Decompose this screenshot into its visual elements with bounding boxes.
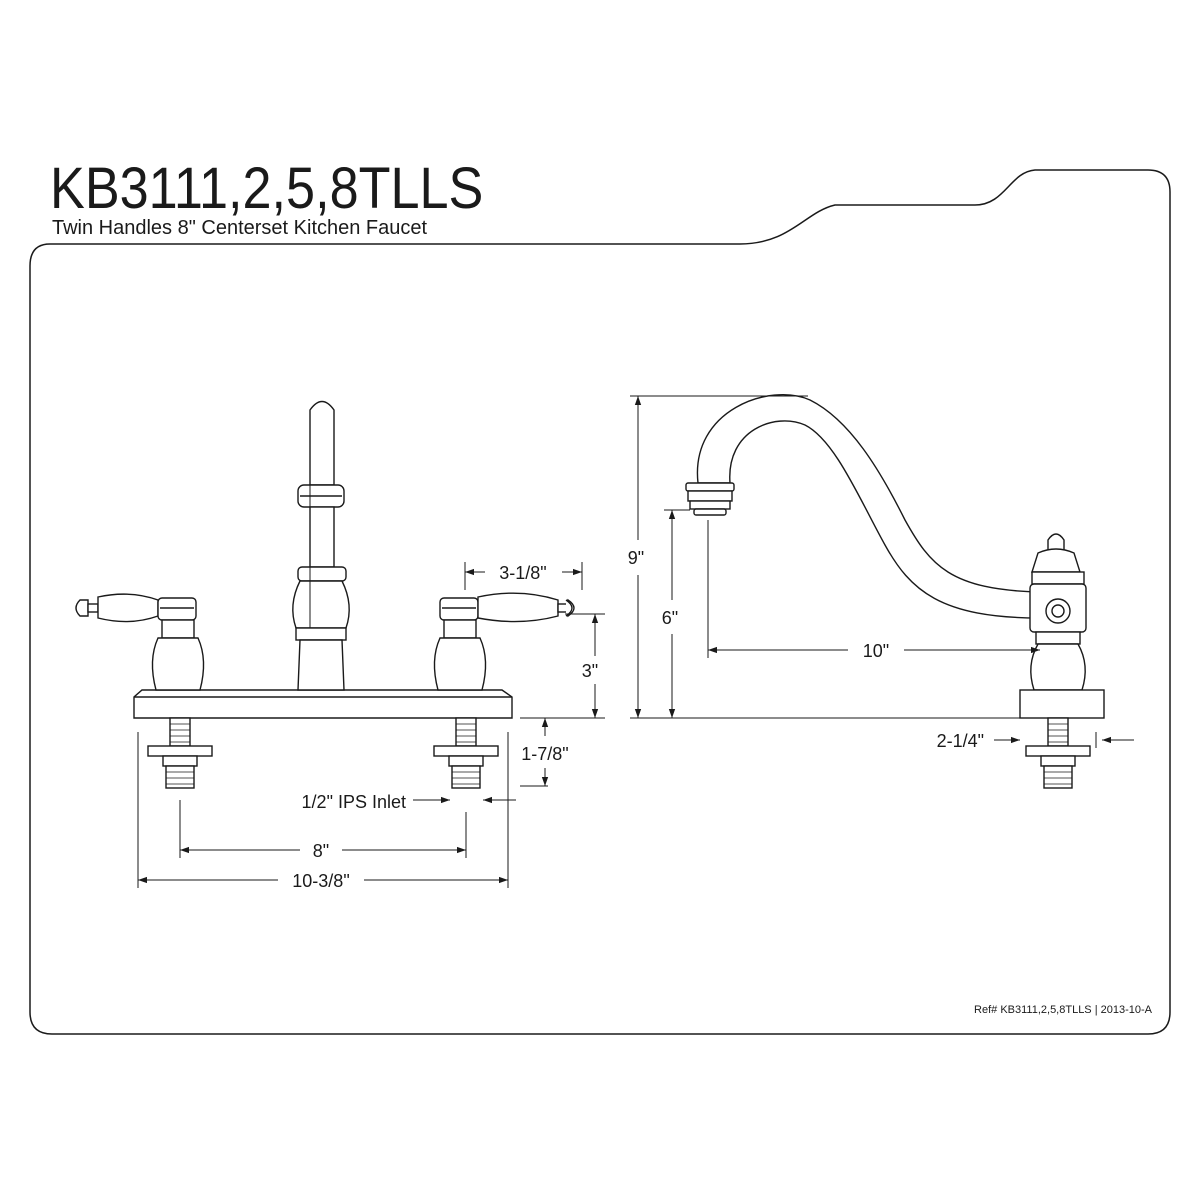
dim-overall-width: 10-3/8" <box>292 871 349 891</box>
front-view-dimensions <box>137 562 605 888</box>
reference-code: Ref# KB3111,2,5,8TLLS | 2013-10-A <box>974 1004 1152 1016</box>
dim-inlet: 1/2" IPS Inlet <box>302 792 406 812</box>
page-title: KB3111,2,5,8TLLS <box>50 156 484 221</box>
dim-handle-height: 3-1/8" <box>499 563 546 583</box>
dim-deck-height: 3" <box>582 661 598 681</box>
side-view-dimensions <box>630 395 1134 748</box>
sheet-frame <box>29 169 1171 1035</box>
dim-spout-height: 6" <box>662 608 678 628</box>
page-subtitle: Twin Handles 8" Centerset Kitchen Faucet <box>52 217 428 239</box>
dim-shank-offset: 2-1/4" <box>937 731 984 751</box>
side-view-faucet <box>685 394 1105 789</box>
dim-height: 9" <box>628 548 644 568</box>
front-view-faucet <box>75 400 575 789</box>
dim-shank: 1-7/8" <box>521 744 568 764</box>
dim-reach: 10" <box>863 641 889 661</box>
dim-centers: 8" <box>313 841 329 861</box>
